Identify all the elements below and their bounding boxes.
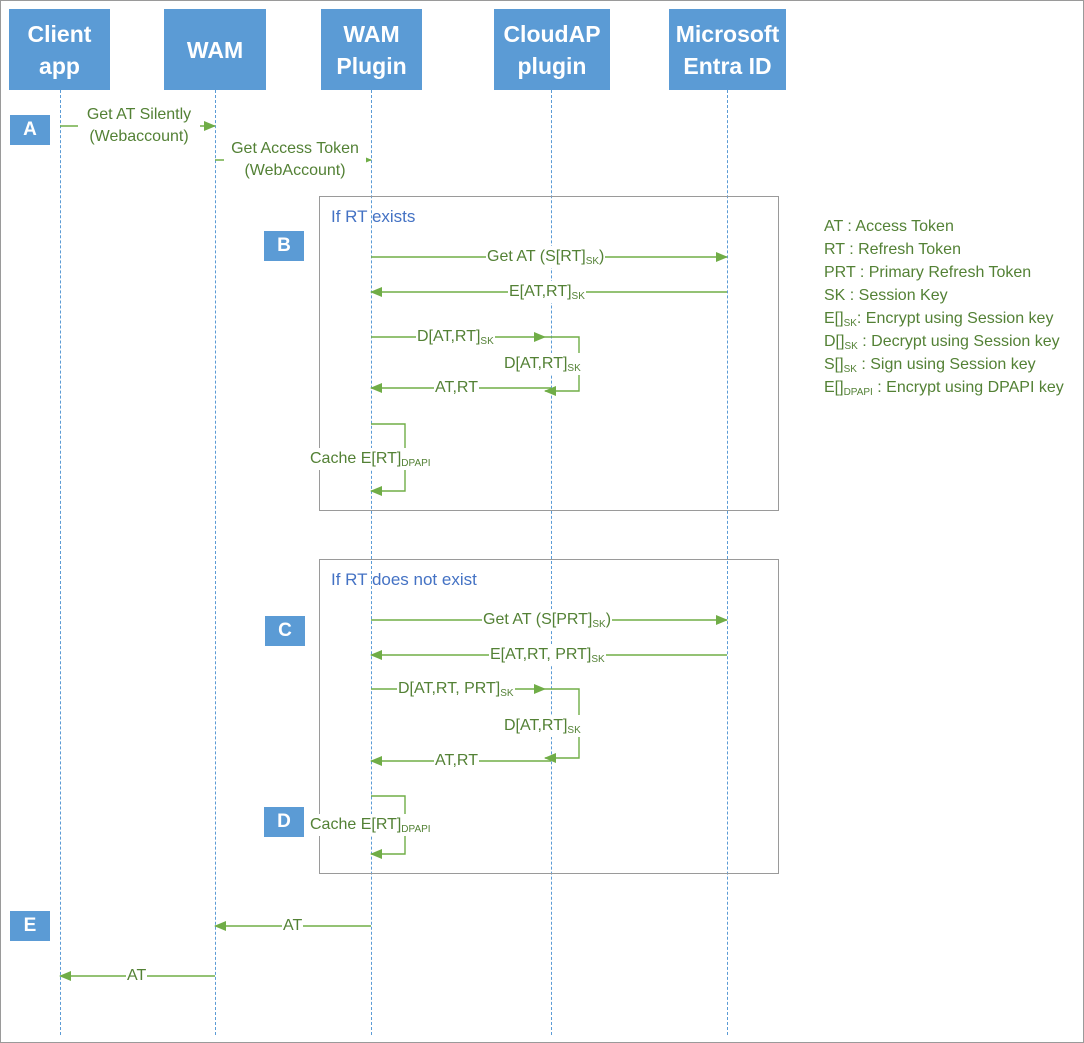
actor-wam: WAM: [164, 9, 266, 90]
legend-decrypt: D[]SK : Decrypt using Session key: [824, 333, 1060, 352]
fragment-rt-exists-title: If RT exists: [331, 207, 416, 226]
label-get-access-token: Get Access Token(WebAccount): [224, 138, 366, 182]
actor-cloudap-plugin: CloudAP plugin: [494, 9, 610, 90]
label-c-get-at: Get AT (S[PRT]SK): [482, 609, 613, 631]
label-c-decrypt-res: D[AT,RT]SK: [503, 715, 582, 737]
step-badge-a: A: [10, 115, 50, 145]
label-e-at-wam-to-client: AT: [126, 965, 148, 987]
legend-at: AT : Access Token: [824, 218, 954, 235]
lifeline-wam: [215, 90, 216, 1035]
step-badge-c: C: [265, 616, 305, 646]
label-b-decrypt-res: D[AT,RT]SK: [503, 353, 582, 375]
fragment-rt-not-exists: [319, 559, 779, 874]
label-b-get-at: Get AT (S[RT]SK): [486, 246, 606, 268]
fragment-rt-exists: [319, 196, 779, 511]
fragment-rt-not-exists-title: If RT does not exist: [331, 570, 477, 589]
legend-encrypt: E[]SK: Encrypt using Session key: [824, 310, 1054, 329]
legend-rt: RT : Refresh Token: [824, 241, 961, 258]
legend-prt: PRT : Primary Refresh Token: [824, 264, 1032, 281]
step-badge-d: D: [264, 807, 304, 837]
lifeline-client-app: [60, 90, 61, 1035]
lifeline-wam-plugin: [371, 90, 372, 1035]
step-badge-b: B: [264, 231, 304, 261]
legend-sk: SK : Session Key: [824, 287, 948, 304]
step-badge-e: E: [10, 911, 50, 941]
lifeline-cloudap-plugin: [551, 90, 552, 1035]
label-c-decrypt-req: D[AT,RT, PRT]SK: [397, 678, 515, 700]
label-get-at-silently: Get AT Silently(Webaccount): [78, 104, 200, 148]
label-b-at-rt: AT,RT: [434, 377, 479, 399]
legend-encrypt-dpapi: E[]DPAPI : Encrypt using DPAPI key: [824, 379, 1064, 398]
actor-wam-plugin: WAM Plugin: [321, 9, 422, 90]
label-b-cache: Cache E[RT]DPAPI: [309, 448, 432, 470]
label-c-at-rt: AT,RT: [434, 750, 479, 772]
label-e-at-plugin-to-wam: AT: [282, 915, 304, 937]
legend: AT : Access Token RT : Refresh Token PRT…: [824, 215, 1074, 399]
label-c-encrypted: E[AT,RT, PRT]SK: [489, 644, 606, 666]
actor-client-app: Client app: [9, 9, 110, 90]
legend-sign: S[]SK : Sign using Session key: [824, 356, 1036, 375]
label-b-encrypted: E[AT,RT]SK: [508, 281, 586, 303]
label-b-decrypt-req: D[AT,RT]SK: [416, 326, 495, 348]
lifeline-entra-id: [727, 90, 728, 1035]
label-c-cache: Cache E[RT]DPAPI: [309, 814, 432, 836]
actor-entra-id: Microsoft Entra ID: [669, 9, 786, 90]
